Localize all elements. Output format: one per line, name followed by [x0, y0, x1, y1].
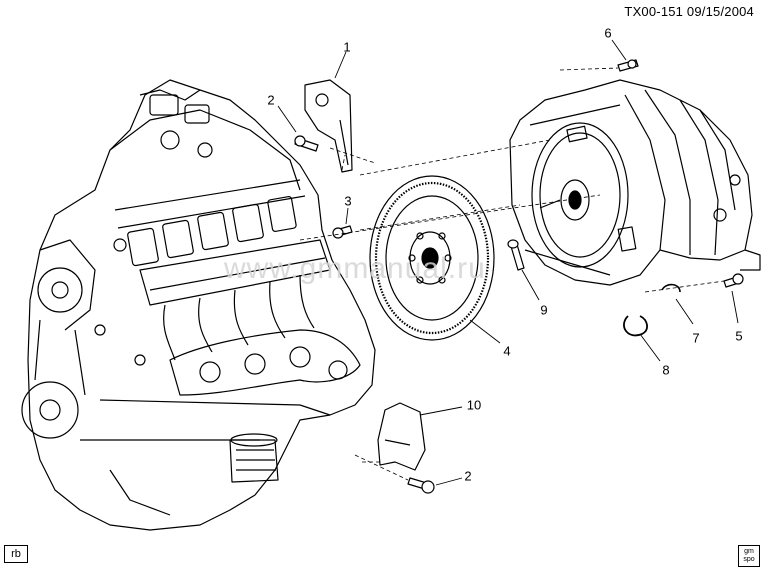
- callout-3: 3: [344, 193, 352, 209]
- part-9-bolt: [507, 239, 525, 271]
- drawing-id: TX00-151 09/15/2004: [624, 4, 754, 19]
- gm-spo-logo: gm spo: [738, 545, 760, 567]
- part-4-flywheel: [369, 175, 495, 341]
- callout-8: 8: [662, 362, 670, 378]
- ignition-coils: [127, 196, 297, 267]
- transmission-assembly: [509, 79, 761, 286]
- alignment-lines: [299, 67, 725, 481]
- callout-5: 5: [735, 328, 743, 344]
- callout-6: 6: [604, 25, 612, 41]
- oil-filter: [229, 433, 279, 483]
- watermark: www.gmmanual.ru: [224, 252, 486, 285]
- engine-assembly: [21, 79, 376, 531]
- callout-2-upper: 2: [267, 92, 275, 108]
- callout-1: 1: [343, 39, 351, 55]
- part-6-stud: [617, 59, 639, 72]
- part-2-bolt-lower: [407, 477, 435, 494]
- part-2-bolt-upper: [294, 135, 319, 152]
- callout-2-lower: 2: [464, 468, 472, 484]
- part-3-bolt: [332, 225, 353, 239]
- callout-9: 9: [540, 302, 548, 318]
- part-7-clip: [661, 283, 681, 293]
- part-10-bracket: [377, 402, 426, 471]
- part-1-plate: [304, 79, 353, 173]
- callout-4: 4: [503, 343, 511, 359]
- corner-tag-rb: rb: [4, 545, 28, 563]
- callout-10: 10: [466, 397, 482, 413]
- part-8-seal: [623, 315, 648, 337]
- part-5-bolt: [723, 273, 744, 288]
- callout-7: 7: [692, 330, 700, 346]
